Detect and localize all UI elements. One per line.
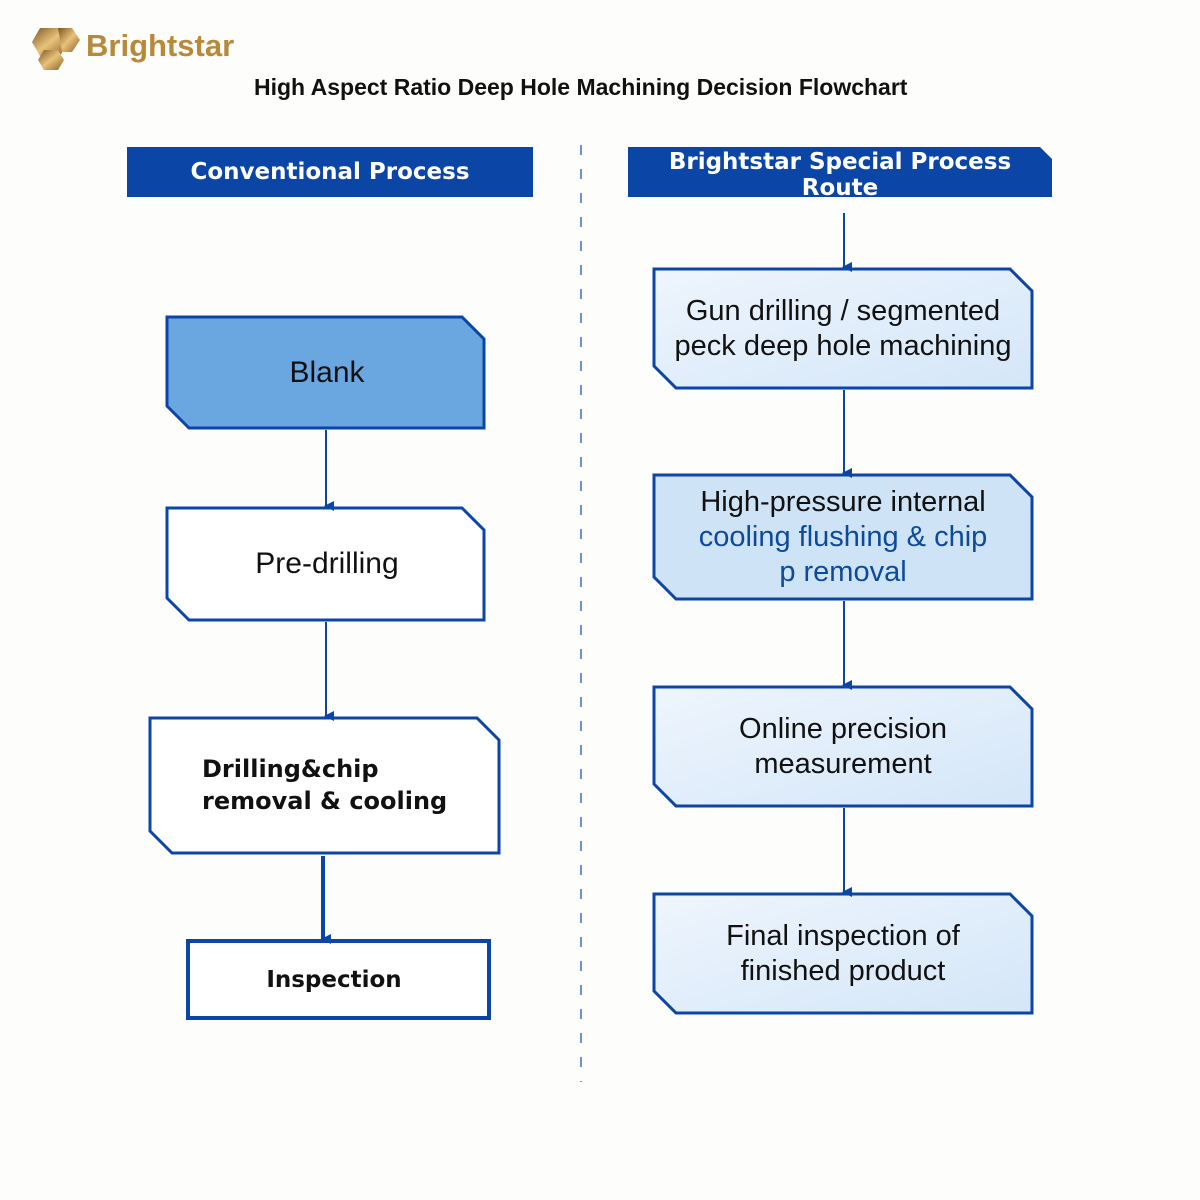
text-line: measurement — [754, 747, 932, 780]
left-header-bg — [127, 147, 533, 197]
text-line: Gun drilling / segmented — [685, 294, 1001, 327]
right-header: Brightstar Special Process Route — [668, 149, 1012, 201]
step-pre-drilling: Pre-drilling — [255, 547, 399, 580]
text-line: High-pressure internal — [700, 485, 986, 518]
brand-logo-text: Brightstar — [86, 28, 235, 63]
text-line: cooling flushing & chip — [698, 520, 988, 553]
right-header-bg — [628, 147, 1052, 197]
brightstar-logo-icon — [32, 28, 80, 70]
text-line: finished product — [740, 954, 946, 987]
text-line: Final inspection of — [726, 919, 960, 952]
text-line: p removal — [779, 555, 907, 588]
text-line: Online precision — [739, 712, 947, 745]
left-header: Conventional Process — [190, 159, 470, 185]
text-line: peck deep hole machining — [674, 329, 1012, 362]
step-inspection: Inspection — [266, 966, 402, 993]
page-title: High Aspect Ratio Deep Hole Machining De… — [254, 74, 908, 100]
step-drilling-chip-removal: Drilling&chip removal & cooling — [202, 755, 448, 815]
step-blank: Blank — [289, 355, 365, 389]
